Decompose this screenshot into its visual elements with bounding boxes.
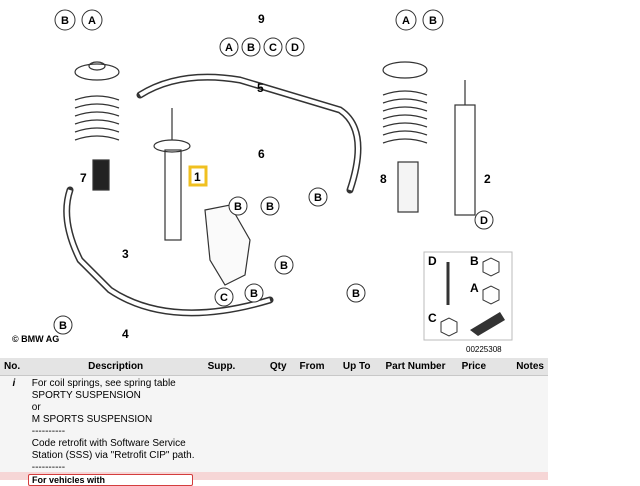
desc-line: M SPORTS SUSPENSION xyxy=(31,414,153,425)
part-label-2: 2 xyxy=(484,172,491,186)
desc-line: Code retrofit with Software Service xyxy=(31,438,186,449)
fastener-legend: D B A C 00225308 xyxy=(423,251,513,354)
svg-text:C: C xyxy=(269,42,277,54)
table-row: i For coil springs, see spring table SPO… xyxy=(0,375,548,477)
part-label-6: 6 xyxy=(258,147,265,161)
svg-text:B: B xyxy=(266,201,274,213)
col-qty: Qty xyxy=(265,358,296,376)
shock-absorber-icon xyxy=(153,108,191,241)
svg-text:B: B xyxy=(59,320,67,332)
desc-line: or xyxy=(31,402,41,413)
part-label-4: 4 xyxy=(122,327,129,341)
callout-C-mid: C xyxy=(214,287,234,307)
warning-row xyxy=(0,472,548,480)
svg-text:B: B xyxy=(314,192,322,204)
desc-line: ---------- xyxy=(31,462,66,473)
parts-diagram: 9 5 6 7 8 2 3 4 1 B A A B C D A B B B B xyxy=(12,9,513,354)
coil-spring-icon xyxy=(74,61,120,191)
part-label-9: 9 xyxy=(258,12,265,26)
callout-A-top-left: A xyxy=(81,9,103,31)
svg-text:B: B xyxy=(247,42,255,54)
svg-text:B: B xyxy=(234,201,242,213)
callout-group-9: A B C D xyxy=(219,37,305,57)
svg-text:A: A xyxy=(225,42,233,54)
parts-table: No. Description Supp. Qty From Up To Par… xyxy=(0,358,548,476)
info-description: For coil springs, see spring table SPORT… xyxy=(28,376,548,477)
part-label-3: 3 xyxy=(122,247,129,261)
image-id: 00225308 xyxy=(466,345,502,354)
col-no: No. xyxy=(0,358,28,376)
copyright-label: © BMW AG xyxy=(12,334,59,344)
svg-text:D: D xyxy=(428,254,437,268)
col-price: Price xyxy=(457,358,513,376)
part-label-1: 1 xyxy=(194,170,201,184)
callout-B-top-left: B xyxy=(54,9,76,31)
col-notes: Notes xyxy=(512,358,548,376)
callout-A-top-right: A xyxy=(395,9,417,31)
callout-B-top-right: B xyxy=(422,9,444,31)
wheel-carrier-icon xyxy=(204,204,251,286)
svg-text:B: B xyxy=(352,288,360,300)
col-description: Description xyxy=(27,358,204,376)
svg-text:A: A xyxy=(88,15,96,27)
col-supp: Supp. xyxy=(203,358,266,376)
part-label-8: 8 xyxy=(380,172,387,186)
svg-text:B: B xyxy=(61,15,69,27)
desc-line: SPORTY SUSPENSION xyxy=(31,390,141,401)
col-up-to: Up To xyxy=(338,358,382,376)
svg-text:B: B xyxy=(470,254,479,268)
part-label-7: 7 xyxy=(80,171,87,185)
svg-text:D: D xyxy=(480,215,488,227)
svg-text:B: B xyxy=(250,288,258,300)
svg-text:B: B xyxy=(280,260,288,272)
svg-text:A: A xyxy=(470,281,479,295)
desc-line: For coil springs, see spring table xyxy=(31,378,176,389)
part-label-5: 5 xyxy=(257,81,264,95)
part-highlight-box[interactable] xyxy=(188,165,208,187)
col-from: From xyxy=(295,358,339,376)
svg-text:D: D xyxy=(291,42,299,54)
arrow-icon xyxy=(470,312,505,336)
desc-line: Station (SSS) via "Retrofit CIP" path. xyxy=(31,450,195,461)
svg-text:A: A xyxy=(402,15,410,27)
svg-text:C: C xyxy=(220,292,228,304)
table-header-row: No. Description Supp. Qty From Up To Par… xyxy=(0,358,548,376)
callout-B-mid: B B B B B B B xyxy=(53,187,366,335)
info-marker: i xyxy=(12,378,16,389)
desc-line: ---------- xyxy=(31,426,66,437)
col-part-number: Part Number xyxy=(381,358,458,376)
callout-D-right: D xyxy=(474,210,494,230)
svg-text:C: C xyxy=(428,311,437,325)
svg-text:B: B xyxy=(429,15,437,27)
warning-note[interactable]: For vehicles with xyxy=(28,474,193,486)
